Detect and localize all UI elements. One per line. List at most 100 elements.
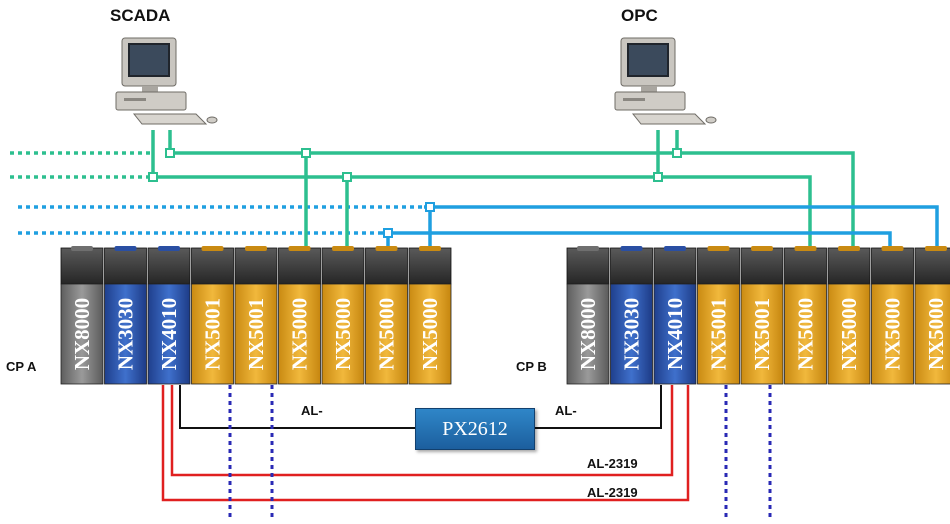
module-top-cap [234,247,278,285]
module-nx5000: NX5000 [784,246,827,385]
module-nx5000: NX5000 [827,246,871,385]
module-top-cap [914,247,950,285]
module-connector [707,246,730,251]
module-label: NX4010 [157,298,181,370]
module-connector [751,246,773,251]
module-top-cap [278,247,321,285]
controller-rack-b: NX8000 NX3030 NX4010 NX5001 NX5001 NX5000 NX50… [566,246,950,385]
al-cable-label-left: AL- [301,403,323,418]
module-nx5001: NX5001 [697,246,740,385]
module-nx8000: NX8000 [566,246,610,385]
module-label: NX3030 [113,298,137,370]
module-label: NX5001 [200,298,224,370]
module-connector [664,246,686,251]
scada-label: SCADA [110,6,171,25]
green-network-1 [168,130,855,250]
redundancy-cables [161,385,772,519]
module-label: NX4010 [663,298,687,370]
module-nx5000: NX5000 [365,246,408,385]
module-body [408,283,452,385]
module-nx5000: NX5000 [871,246,914,385]
network-node [672,148,682,158]
module-label: NX5001 [706,298,730,370]
module-top-cap [191,247,234,285]
module-nx5001: NX5001 [234,246,278,385]
module-body [104,283,147,385]
module-body [147,283,191,385]
module-nx5000: NX5000 [278,246,321,385]
module-top-cap [827,247,871,285]
module-nx5000: NX5000 [914,246,950,385]
module-nx4010: NX4010 [147,246,191,385]
al-cable-left [179,385,415,429]
al2319-label-top: AL-2319 [587,456,638,471]
module-label: NX5000 [331,298,355,370]
module-body [827,283,871,385]
network-node [653,172,663,182]
network-lines [10,130,939,250]
module-label: NX5001 [750,298,774,370]
network-node [301,148,311,158]
scada-workstation-icon[interactable] [115,37,218,125]
module-body [278,283,321,385]
module-connector [925,246,947,251]
module-connector [838,246,860,251]
blue-network-1 [424,205,939,250]
module-body [321,283,365,385]
al-cable-label-right: AL- [555,403,577,418]
module-body [610,283,653,385]
module-connector [577,246,599,251]
module-label: NX5000 [793,298,817,370]
al2319-cable-bottom [161,385,690,502]
module-nx5000: NX5000 [408,246,452,385]
module-body [60,283,104,385]
module-label: NX5000 [880,298,904,370]
opc-label: OPC [621,6,658,25]
module-connector [158,246,180,251]
al-cable-right [533,385,662,429]
module-label: NX5000 [374,298,398,370]
green-network-2 [151,130,812,250]
controller-rack-a: NX8000 NX3030 NX4010 NX5001 NX5001 NX5000 NX50… [60,246,452,385]
network-node [383,228,393,238]
module-label: NX5001 [244,298,268,370]
module-top-cap [60,247,104,285]
module-connector [201,246,224,251]
module-label: NX5000 [837,298,861,370]
module-label: NX3030 [619,298,643,370]
module-top-cap [147,247,191,285]
module-body [784,283,827,385]
module-nx8000: NX8000 [60,246,104,385]
module-connector [288,246,311,251]
al2319-label-bottom: AL-2319 [587,485,638,500]
module-label: NX5000 [418,298,442,370]
module-label: NX8000 [70,298,94,370]
module-body [871,283,914,385]
module-top-cap [104,247,147,285]
module-body [191,283,234,385]
network-node [148,172,158,182]
module-body [653,283,697,385]
module-nx3030: NX3030 [610,246,653,385]
cp-a-label: CP A [6,359,37,374]
module-connector [71,246,93,251]
blue-network-2 [382,231,892,250]
network-node [165,148,175,158]
module-connector [245,246,267,251]
module-top-cap [697,247,740,285]
module-body [914,283,950,385]
module-body [740,283,784,385]
px2612-label: PX2612 [442,417,508,440]
module-label: NX5000 [924,298,948,370]
module-top-cap [321,247,365,285]
module-body [697,283,740,385]
px2612-switch[interactable]: PX2612 [415,408,535,450]
opc-workstation-icon[interactable] [614,37,717,125]
network-node [342,172,352,182]
module-top-cap [653,247,697,285]
module-top-cap [566,247,610,285]
module-connector [620,246,643,251]
al2319-cable-top [170,385,674,477]
module-connector [332,246,354,251]
